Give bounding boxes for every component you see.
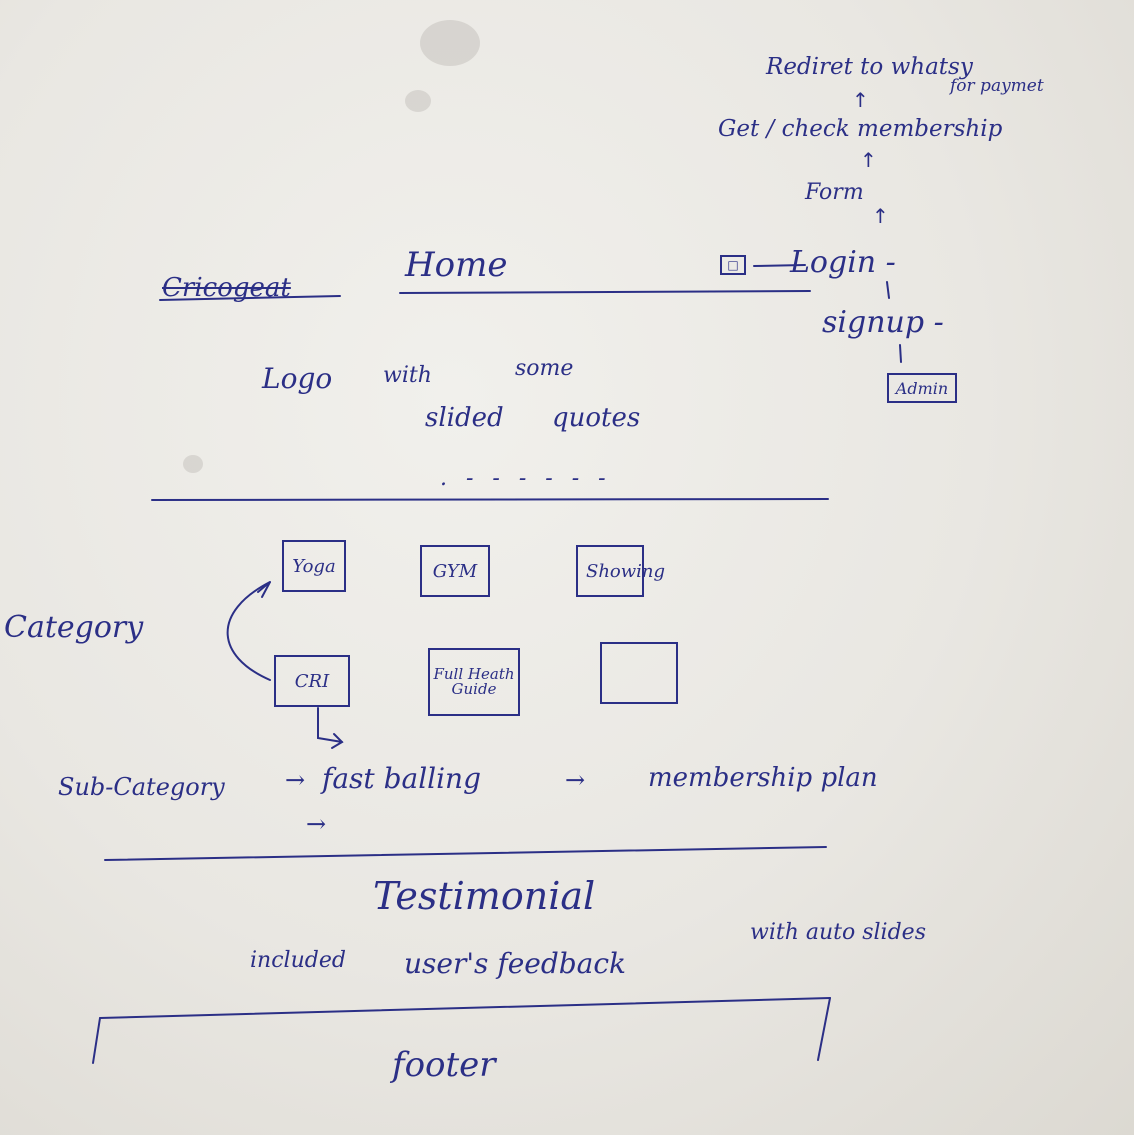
ink-stain [420, 20, 480, 66]
hero-text: with [383, 363, 432, 388]
subcategory-label: Sub-Category [58, 773, 225, 801]
testimonial-desc: with auto slides [750, 920, 926, 945]
home-label: Home [405, 245, 508, 285]
testimonial-title: Testimonial [373, 874, 596, 918]
arrow-right-icon: → [565, 766, 586, 794]
footer-label: footer [392, 1045, 496, 1085]
form-note: Form [805, 180, 864, 205]
signup-label: signup - [822, 305, 944, 340]
check-membership-note: Get / check membership [718, 116, 1003, 142]
login-label: Login - [790, 245, 896, 280]
category-label: Category [4, 610, 144, 645]
category-box-empty [600, 642, 678, 704]
category-box-showing: Showing [576, 545, 665, 597]
admin-box: Admin [887, 373, 957, 403]
subcategory-target: membership plan [648, 763, 878, 793]
hero-text: quotes [552, 403, 641, 433]
arrow-up-icon: ↑ [860, 148, 877, 172]
testimonial-desc: included [250, 948, 346, 973]
category-box-label: Yoga [292, 555, 336, 577]
subcategory-item: fast balling [322, 762, 482, 795]
ink-stain [405, 90, 431, 112]
category-box-cri: CRI [274, 655, 350, 707]
category-box-label: Showing [586, 560, 666, 582]
payment-note: for paymet [950, 76, 1044, 96]
testimonial-desc: user's feedback [404, 947, 627, 980]
hero-dots: . - - - - - - [440, 466, 612, 491]
hero-text: Logo [262, 362, 333, 395]
arrow-right-icon: → [306, 810, 327, 838]
hero-text: some [515, 356, 574, 381]
category-box-health: Full Heath Guide [428, 648, 520, 716]
arrow-up-icon: ↑ [872, 204, 889, 228]
admin-label: Admin [895, 378, 949, 398]
hero-text: slided [425, 403, 504, 433]
category-box-label: CRI [294, 670, 330, 692]
arrow-up-icon: ↑ [852, 88, 869, 112]
category-box-label: GYM [432, 560, 478, 582]
cart-icon: □ [720, 255, 746, 275]
redirect-note: Rediret to whatsy [766, 54, 973, 80]
ink-stain [183, 455, 203, 473]
arrow-right-icon: → [285, 766, 306, 794]
category-box-label: Full Heath Guide [433, 665, 515, 698]
category-box-gym: GYM [420, 545, 490, 597]
category-box-yoga: Yoga [282, 540, 346, 592]
